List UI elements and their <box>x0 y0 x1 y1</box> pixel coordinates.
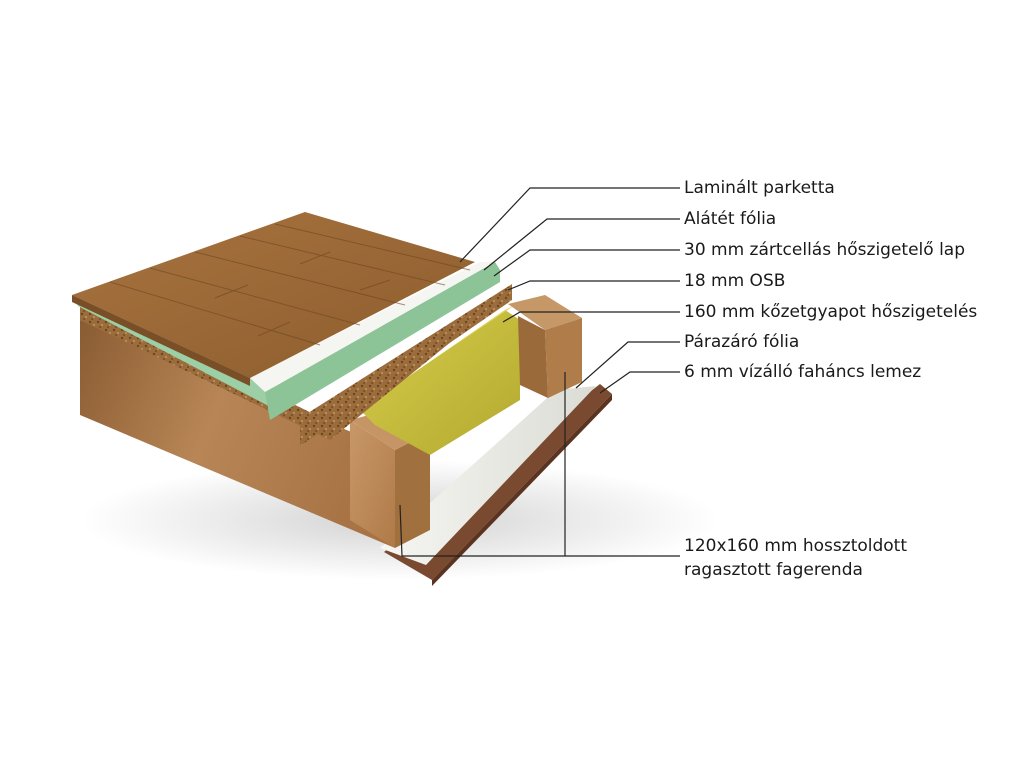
leader-rockwool <box>502 311 680 323</box>
leader-vapour <box>575 341 680 389</box>
leader-fibreboard <box>599 371 680 394</box>
laminate-top <box>72 212 475 378</box>
leader-osb <box>507 280 680 291</box>
rear-beam-front <box>545 318 582 398</box>
label-vapour-barrier: Párazáró fólia <box>684 332 800 352</box>
fibreboard-edge <box>432 394 612 586</box>
laminate-plank-seams <box>109 223 471 346</box>
label-beam: 120x160 mm hossztoldott ragasztott fager… <box>684 534 907 582</box>
label-laminate: Laminált parketta <box>684 178 835 198</box>
label-xps-board: 30 mm zártcellás hőszigetelő lap <box>684 240 965 260</box>
vapour-barrier-layer <box>380 386 596 565</box>
front-beam-front <box>350 420 395 548</box>
long-beam-side <box>80 320 395 548</box>
osb-layer <box>80 290 512 440</box>
label-beam-line1: 120x160 mm hossztoldott <box>684 536 908 556</box>
label-fibreboard: 6 mm vízálló faháncs lemez <box>684 362 922 382</box>
front-beam-end <box>395 432 430 548</box>
rear-beam-side <box>518 316 548 398</box>
label-rockwool: 160 mm kőzetgyapot hőszigetelés <box>684 302 978 322</box>
underlay-foil-layer <box>250 262 495 392</box>
label-osb: 18 mm OSB <box>684 271 786 291</box>
leader-beam <box>399 504 680 557</box>
rockwool-layer <box>360 310 520 455</box>
label-beam-line2: ragasztott fagerenda <box>684 560 863 580</box>
xps-front-edge <box>265 262 500 420</box>
leader-underlay <box>483 218 680 271</box>
laminate-front-edge <box>72 295 250 386</box>
osb-front-edge <box>300 284 512 446</box>
leader-xps <box>493 249 680 277</box>
label-underlay-foil: Alátét fólia <box>684 209 777 229</box>
leader-lines <box>399 187 680 557</box>
leader-laminate <box>459 187 680 263</box>
